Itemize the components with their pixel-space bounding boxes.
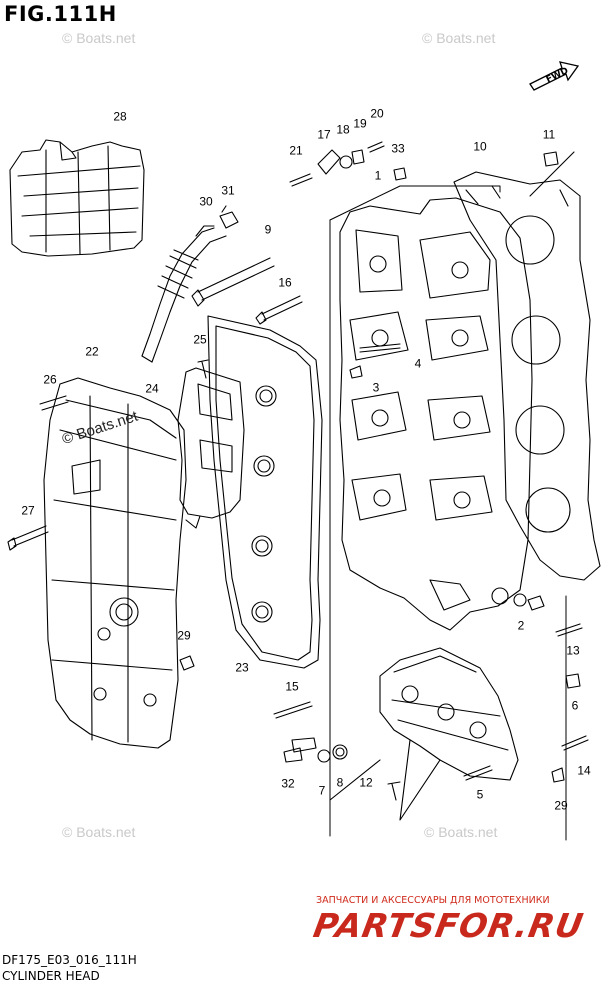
part-head-gasket (453, 171, 601, 581)
part-bolts-9-16 (191, 257, 303, 325)
part-valve-cover-gasket (207, 315, 323, 669)
figure-title: FIG.111H (4, 2, 117, 26)
callout-label: 12 (359, 775, 373, 790)
callout-label: 8 (336, 775, 344, 790)
model-code: DF175_E03_016_111H (2, 953, 137, 967)
forward-arrow-icon: FWD (529, 61, 580, 91)
callout-label: 14 (577, 763, 591, 778)
part-cylinder-head-cover (43, 377, 187, 749)
figure-subtitle: CYLINDER HEAD (2, 969, 100, 983)
callout-label: 9 (264, 222, 272, 237)
part-small-group-top (289, 141, 407, 187)
watermark: © Boats.net (62, 824, 136, 840)
part-cap-29-left (179, 655, 195, 671)
callout-label: 29 (554, 798, 568, 813)
callout-label: 5 (476, 787, 484, 802)
callout-label: 27 (21, 503, 35, 518)
callout-label: 7 (318, 783, 326, 798)
part-right-small-parts (463, 593, 589, 783)
branding-tagline: ЗАПЧАСТИ И АКСЕССУАРЫ ДЛЯ МОТОТЕХНИКИ (316, 895, 550, 906)
callout-label: 17 (317, 127, 331, 142)
callout-label: 3 (372, 380, 380, 395)
callout-label: 4 (414, 356, 422, 371)
part-dowel-11 (529, 151, 575, 197)
callout-label: 23 (235, 660, 249, 675)
callout-label: 21 (289, 143, 303, 158)
callout-label: 25 (193, 332, 207, 347)
assembly-bracket (329, 185, 567, 841)
part-bolt-25 (197, 359, 209, 379)
callout-label: 24 (145, 381, 159, 396)
callout-label: 29 (177, 628, 191, 643)
part-heat-shield (9, 139, 145, 257)
callout-label: 6 (571, 698, 579, 713)
part-gasket-plate (177, 367, 245, 529)
branding-logo: PARTSFOR.RU (310, 906, 587, 945)
part-bottom-small-parts (273, 701, 401, 801)
watermark: © Boats.net (62, 30, 136, 46)
callout-label: 31 (221, 183, 235, 198)
part-cylinder-head (339, 197, 533, 631)
callout-label: 18 (336, 122, 350, 137)
forward-label: FWD (545, 66, 571, 85)
callout-label: 33 (391, 141, 405, 156)
callout-label: 20 (370, 106, 384, 121)
part-bolts-26-27 (7, 395, 69, 551)
callout-label: 32 (281, 776, 295, 791)
part-breather-hose (141, 225, 227, 363)
part-lower-housing (329, 647, 519, 821)
callout-label: 26 (43, 372, 57, 387)
callout-label: 16 (278, 275, 292, 290)
callout-label: 13 (566, 643, 580, 658)
part-bolts-3-4 (349, 343, 401, 379)
callout-label: 11 (542, 127, 556, 142)
callout-label: 22 (85, 344, 99, 359)
callout-label: 15 (285, 679, 299, 694)
callout-label: 28 (113, 109, 127, 124)
callout-label: 19 (353, 116, 367, 131)
part-clamp (219, 205, 239, 229)
callout-label: 1 (374, 168, 382, 183)
watermark: © Boats.net (424, 824, 498, 840)
callout-label: 2 (517, 618, 525, 633)
watermark: © Boats.net (422, 30, 496, 46)
callout-label: 30 (199, 194, 213, 209)
callout-label: 10 (473, 139, 487, 154)
